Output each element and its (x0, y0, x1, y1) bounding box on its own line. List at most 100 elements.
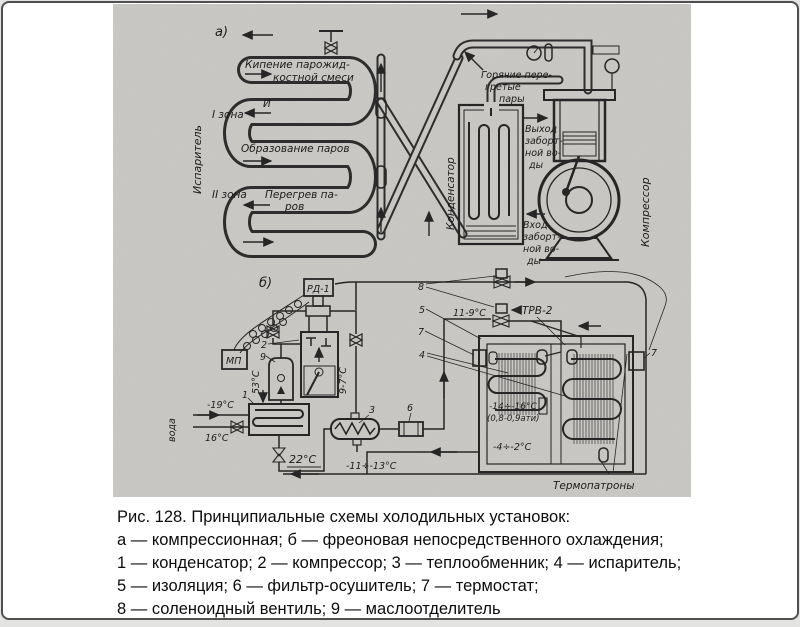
threaded-fitting (592, 45, 620, 55)
num1-label: 1 (242, 390, 248, 401)
num9-label: 9 (260, 352, 266, 363)
num5-leader (425, 308, 482, 340)
water-out-2: заборт- (525, 136, 563, 147)
discharge-line (280, 343, 301, 358)
caption-parts-2: 5 — изоляция; 6 — фильтр-осушитель; 7 — … (117, 577, 539, 595)
diagram-b-label: б) (259, 276, 272, 291)
caption-title: Рис. 128. Принципиальные схемы холодильн… (117, 508, 571, 526)
condenser-label: Конденсатор (445, 157, 457, 230)
thermo-leader-2 (612, 353, 628, 474)
num2-leader (267, 339, 300, 345)
caption-parts-1: 1 — конденсатор; 2 — компрессор; 3 — теп… (117, 554, 682, 572)
num3-label: 3 (369, 405, 375, 416)
diagram-a: а) Кипение п (191, 9, 652, 267)
left-branch-line (272, 310, 306, 326)
num4-label: 4 (419, 350, 425, 361)
num1-leader (247, 397, 256, 406)
num7-right-leader (643, 352, 651, 359)
crank-rod-b (306, 371, 320, 396)
pressure-label: (0,8-0,9ати) (487, 414, 539, 424)
temp-11-9-label: 11-9°C (453, 308, 486, 319)
num6-label: 6 (407, 403, 413, 414)
mp-label: МП (226, 356, 241, 367)
temp-minus19-label: -19°C (207, 400, 234, 411)
caption-variants: а — компрессионная; б — фреоновая непоср… (117, 531, 664, 549)
evaporator-left (487, 349, 548, 415)
temp-53-label: 53°C (251, 370, 262, 394)
thermo-cartridges-label: Термопатроны (553, 480, 635, 492)
thermostat-right (628, 351, 645, 371)
schematic-svg: а) Кипение п (113, 4, 691, 497)
temp-4-2-label: -4÷-2°C (493, 442, 532, 453)
right-down-line (627, 281, 647, 474)
num5-label: 5 (419, 305, 425, 316)
temp-16-label: 16°C (205, 433, 229, 444)
hot-vapors-3: пары (499, 94, 525, 105)
rd1-label: РД-1 (307, 284, 330, 295)
zone2-label: II зона (212, 189, 247, 201)
hot-vapors-1: Горячие пере- (481, 70, 552, 81)
thermometer (538, 397, 548, 415)
divider-wall (550, 343, 562, 465)
left-valve (265, 325, 281, 339)
superheat-label-1: Перегрев па- (265, 189, 338, 201)
water-out-3: ной во- (525, 148, 562, 159)
caption-parts-3: 8 — соленоидный вентиль; 9 — маслоотдели… (117, 600, 501, 618)
temp-14-16-label: -14÷-16°C (489, 402, 537, 412)
trv2-leader (536, 316, 566, 346)
water-valve (229, 420, 245, 434)
boiling-label-2: костной смеси (273, 72, 354, 84)
connecting-rod (564, 155, 581, 193)
compressor-b (300, 331, 339, 398)
crankcase (537, 158, 621, 242)
temp-22-label: 22°C (289, 453, 316, 466)
expansion-valve-a (319, 30, 343, 55)
flywheel (565, 186, 593, 214)
liquid-riser (423, 319, 445, 430)
capillary-coil (233, 294, 310, 354)
capillary-line (564, 271, 667, 351)
right-valve (348, 333, 364, 347)
water-in-2: заборт- (523, 232, 561, 243)
temp-11-13-label: -11÷-13°C (346, 461, 397, 472)
water-out-4: ды (528, 160, 544, 171)
boiling-label-1: Кипение парожид- (245, 59, 350, 71)
num4-leader-1 (426, 352, 509, 374)
num6-leader (408, 412, 412, 422)
hot-vapors-2: гретые (485, 82, 521, 93)
top-gas-line (334, 281, 628, 285)
compressor-label: Компрессор (639, 177, 652, 247)
sensor-bulb-lower (375, 165, 387, 189)
solenoid-valve-1 (492, 268, 512, 289)
evaporator-label: Испаритель (191, 125, 204, 194)
pressure-gauge-1 (526, 45, 542, 61)
zone1-label: I зона (212, 109, 244, 121)
crank-pin (562, 188, 570, 196)
liquid-line-1 (278, 428, 331, 472)
num7-left-label: 7 (418, 327, 424, 338)
liquid-line-2 (509, 320, 562, 338)
fitting-capsule (544, 43, 553, 62)
hot-vapors-leader (464, 51, 484, 71)
suction-port (306, 337, 316, 346)
water-in-4: ды (526, 256, 542, 267)
num7-right-label: 7 (651, 348, 657, 359)
num7-left-leader (424, 330, 475, 356)
diagram-b: б) РД-1 МП (167, 268, 667, 492)
thermo-cartridge-bulb (598, 447, 609, 463)
trv2-label: ТРВ-2 (522, 305, 553, 317)
thermostat-left (472, 349, 487, 367)
water-out-1: Выход (525, 124, 557, 135)
formation-label: Образование паров (241, 143, 350, 155)
water-in-3: ной во- (523, 244, 560, 255)
diagram-a-label: а) (215, 25, 228, 40)
evaporator-right (562, 349, 622, 463)
num2-label: 2 (261, 340, 267, 351)
num8-label: 8 (418, 282, 424, 293)
temp-9-7-label: 9-7°C (338, 367, 349, 394)
scanned-figure: а) Кипение п (113, 4, 691, 497)
cold-chambers (478, 335, 634, 473)
water-in-1: Вход (523, 220, 548, 231)
